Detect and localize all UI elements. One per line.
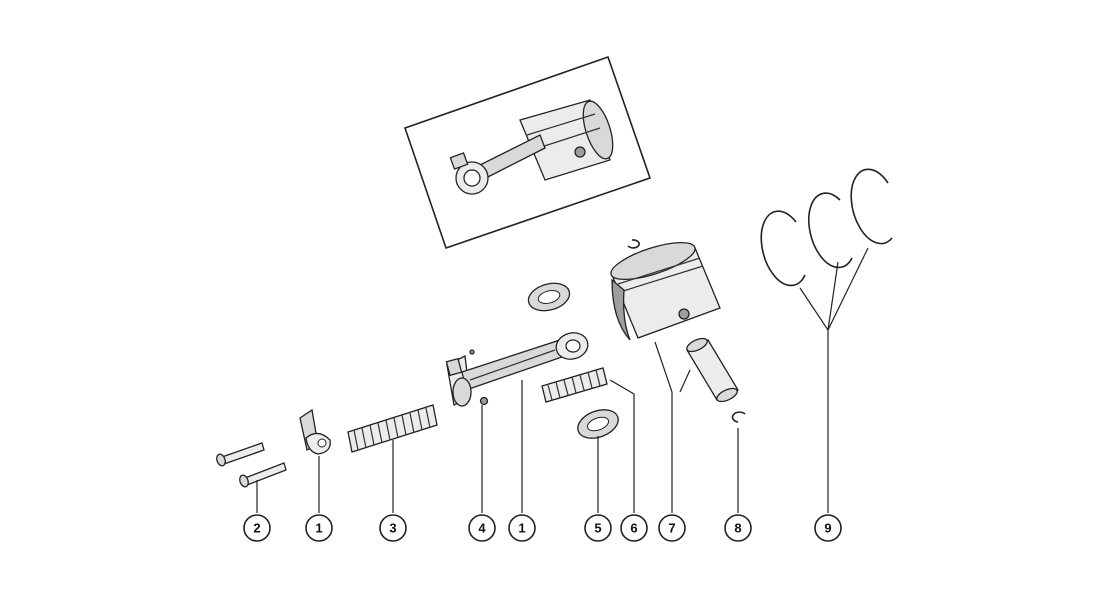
screw-pair <box>216 442 287 488</box>
connecting-rod <box>445 332 589 407</box>
callout-1a-label: 1 <box>315 521 322 536</box>
callout-3-label: 3 <box>389 521 396 536</box>
circlip-upper <box>627 239 640 249</box>
callout-6: 6 <box>620 514 648 542</box>
callout-2: 2 <box>243 514 271 542</box>
small-pin <box>469 349 489 406</box>
thrust-washer-upper <box>527 282 571 312</box>
big-end-needle-bearing <box>347 404 438 453</box>
leader-lines <box>256 247 869 513</box>
callout-5: 5 <box>584 514 612 542</box>
circlip <box>731 411 746 423</box>
callout-8: 8 <box>724 514 752 542</box>
callout-9-label: 9 <box>824 521 831 536</box>
callout-8-label: 8 <box>734 521 741 536</box>
rod-cap <box>299 408 331 455</box>
callout-2-label: 2 <box>253 521 260 536</box>
callout-7-label: 7 <box>668 521 675 536</box>
thrust-washer <box>577 409 619 439</box>
piston-rings <box>760 168 893 287</box>
callout-1b-label: 1 <box>518 521 525 536</box>
callout-5-label: 5 <box>594 521 601 536</box>
inset-piston-rod-assembly <box>449 99 614 195</box>
callout-1-rod-cap: 1 <box>305 514 333 542</box>
callout-7: 7 <box>658 514 686 542</box>
callout-1-rod: 1 <box>508 514 536 542</box>
piston-pin <box>686 337 739 403</box>
assembly-inset <box>403 55 652 250</box>
callout-9: 9 <box>814 514 842 542</box>
piston <box>610 241 721 341</box>
callout-4: 4 <box>468 514 496 542</box>
small-end-needle-bearing <box>541 367 608 403</box>
callout-4-label: 4 <box>478 521 486 536</box>
callout-6-label: 6 <box>630 521 637 536</box>
callout-3: 3 <box>379 514 407 542</box>
